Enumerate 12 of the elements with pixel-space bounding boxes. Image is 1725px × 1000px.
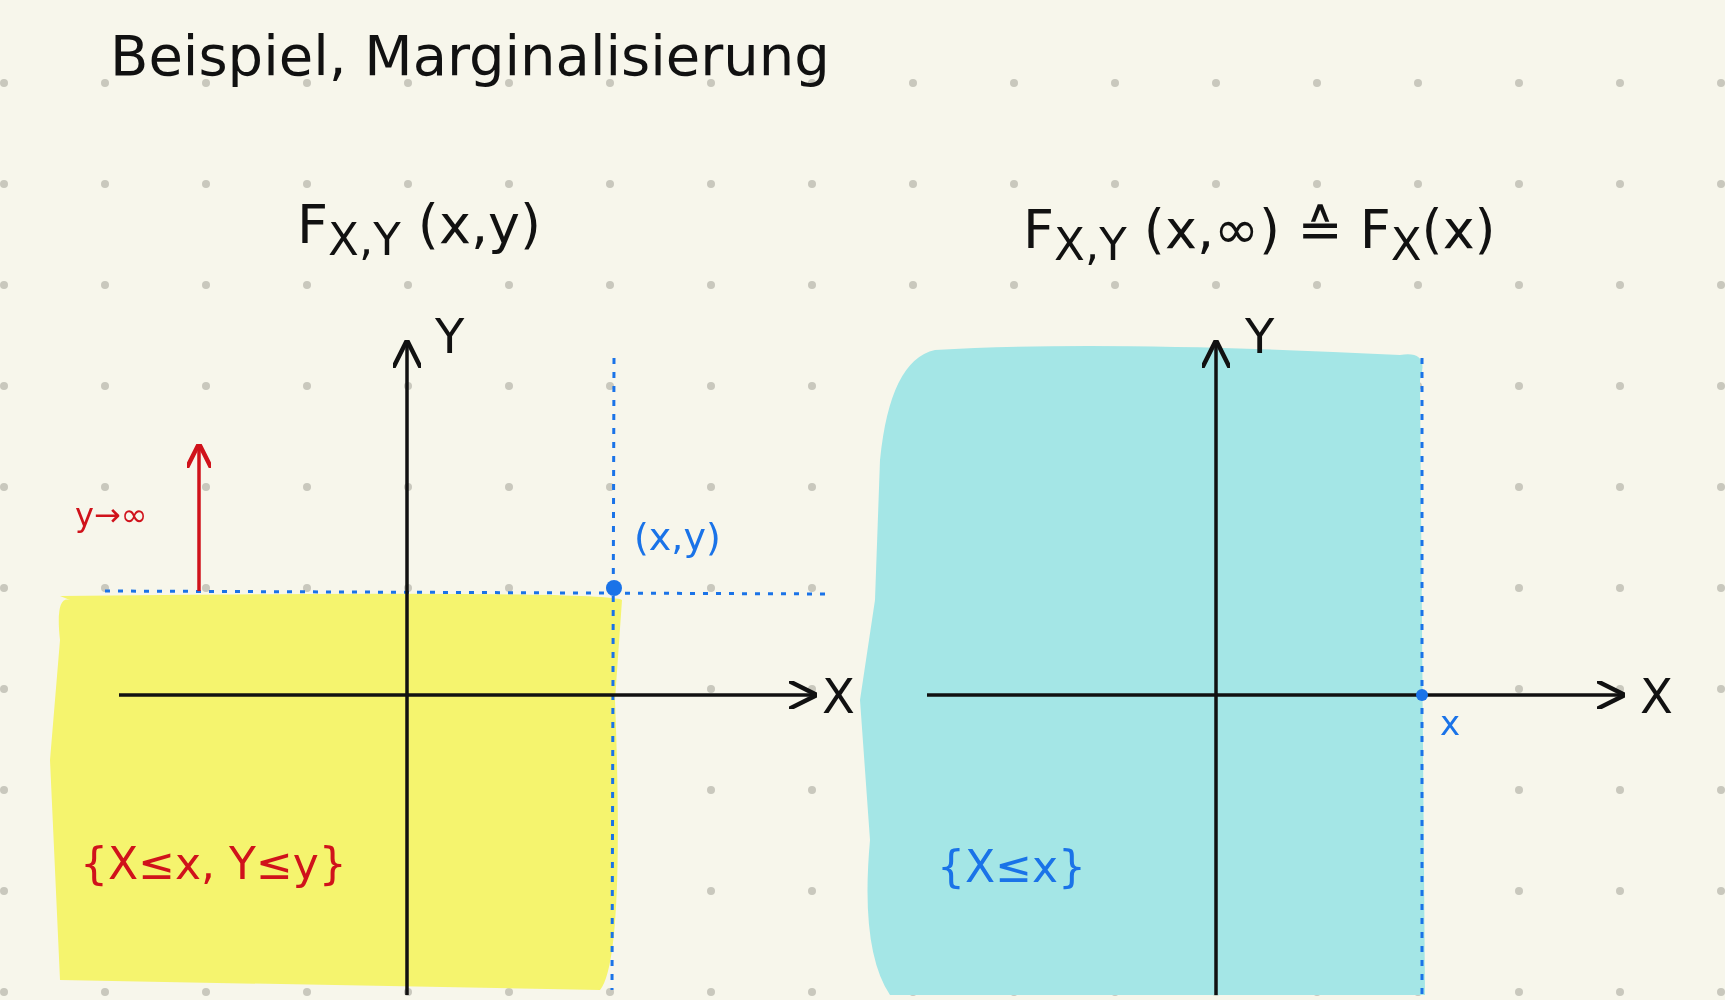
event-set-label: {X≤x, Y≤y} bbox=[80, 840, 347, 889]
formula-heading: F$_{X,Y}$ (x,y) bbox=[297, 195, 542, 265]
event-set-label: {X≤x} bbox=[937, 843, 1087, 892]
point-label: (x,y) bbox=[634, 517, 721, 559]
axis-label: X bbox=[1640, 670, 1673, 723]
axis-label: Y bbox=[435, 310, 465, 363]
tick-label: x bbox=[1440, 705, 1461, 743]
formula-heading: F$_{X,Y}$ (x,∞) ≙ F$_{X}$(x) bbox=[1023, 200, 1496, 270]
limit-annotation: y→∞ bbox=[75, 498, 148, 534]
axis-label: X bbox=[822, 670, 855, 723]
page-title: Beispiel, Marginalisierung bbox=[110, 25, 830, 87]
axis-label: Y bbox=[1245, 310, 1275, 363]
